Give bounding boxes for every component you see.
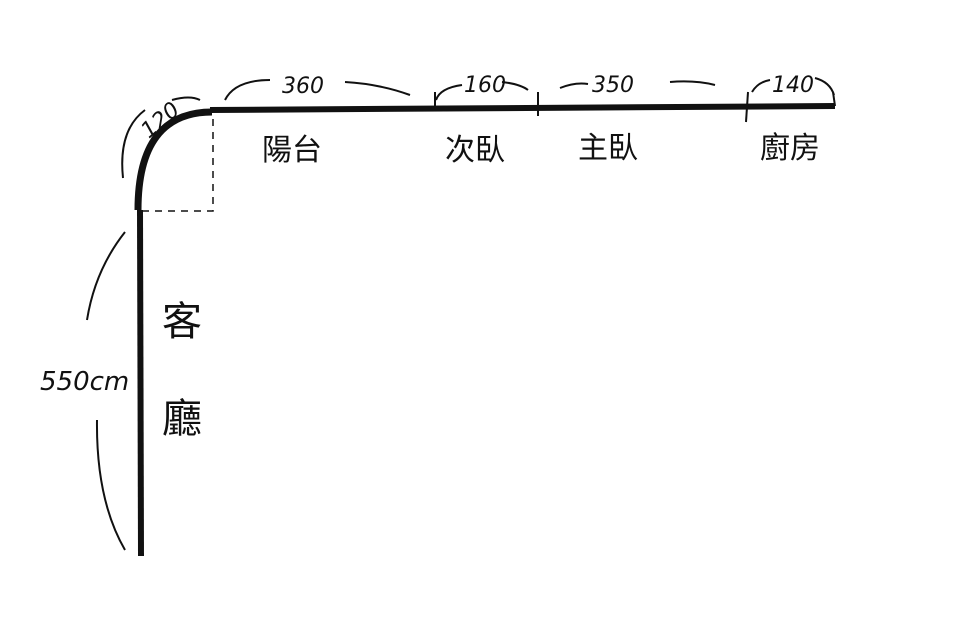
corner-arc-wall (134, 108, 213, 211)
division-ticks (434, 91, 836, 123)
dim-master-bedroom: 350 (592, 73, 634, 98)
room-second-bedroom: 次臥 (445, 133, 505, 168)
corner-dashed-box (142, 114, 214, 212)
dim-corner: 120 (137, 98, 185, 144)
dim-living-room: 550cm (40, 367, 129, 397)
room-kitchen: 廚房 (760, 131, 820, 166)
living-room-wall (137, 209, 144, 557)
dim-second-bedroom: 160 (464, 73, 506, 98)
dim-balcony: 360 (282, 74, 324, 99)
room-living-room-1: 客 (162, 299, 202, 345)
room-living-room-2: 廳 (162, 396, 202, 442)
top-wall (209, 103, 836, 113)
room-balcony: 陽台 (262, 133, 322, 168)
dim-kitchen: 140 (772, 73, 814, 98)
room-master-bedroom: 主臥 (578, 131, 638, 166)
dimension-lines (86, 77, 835, 551)
